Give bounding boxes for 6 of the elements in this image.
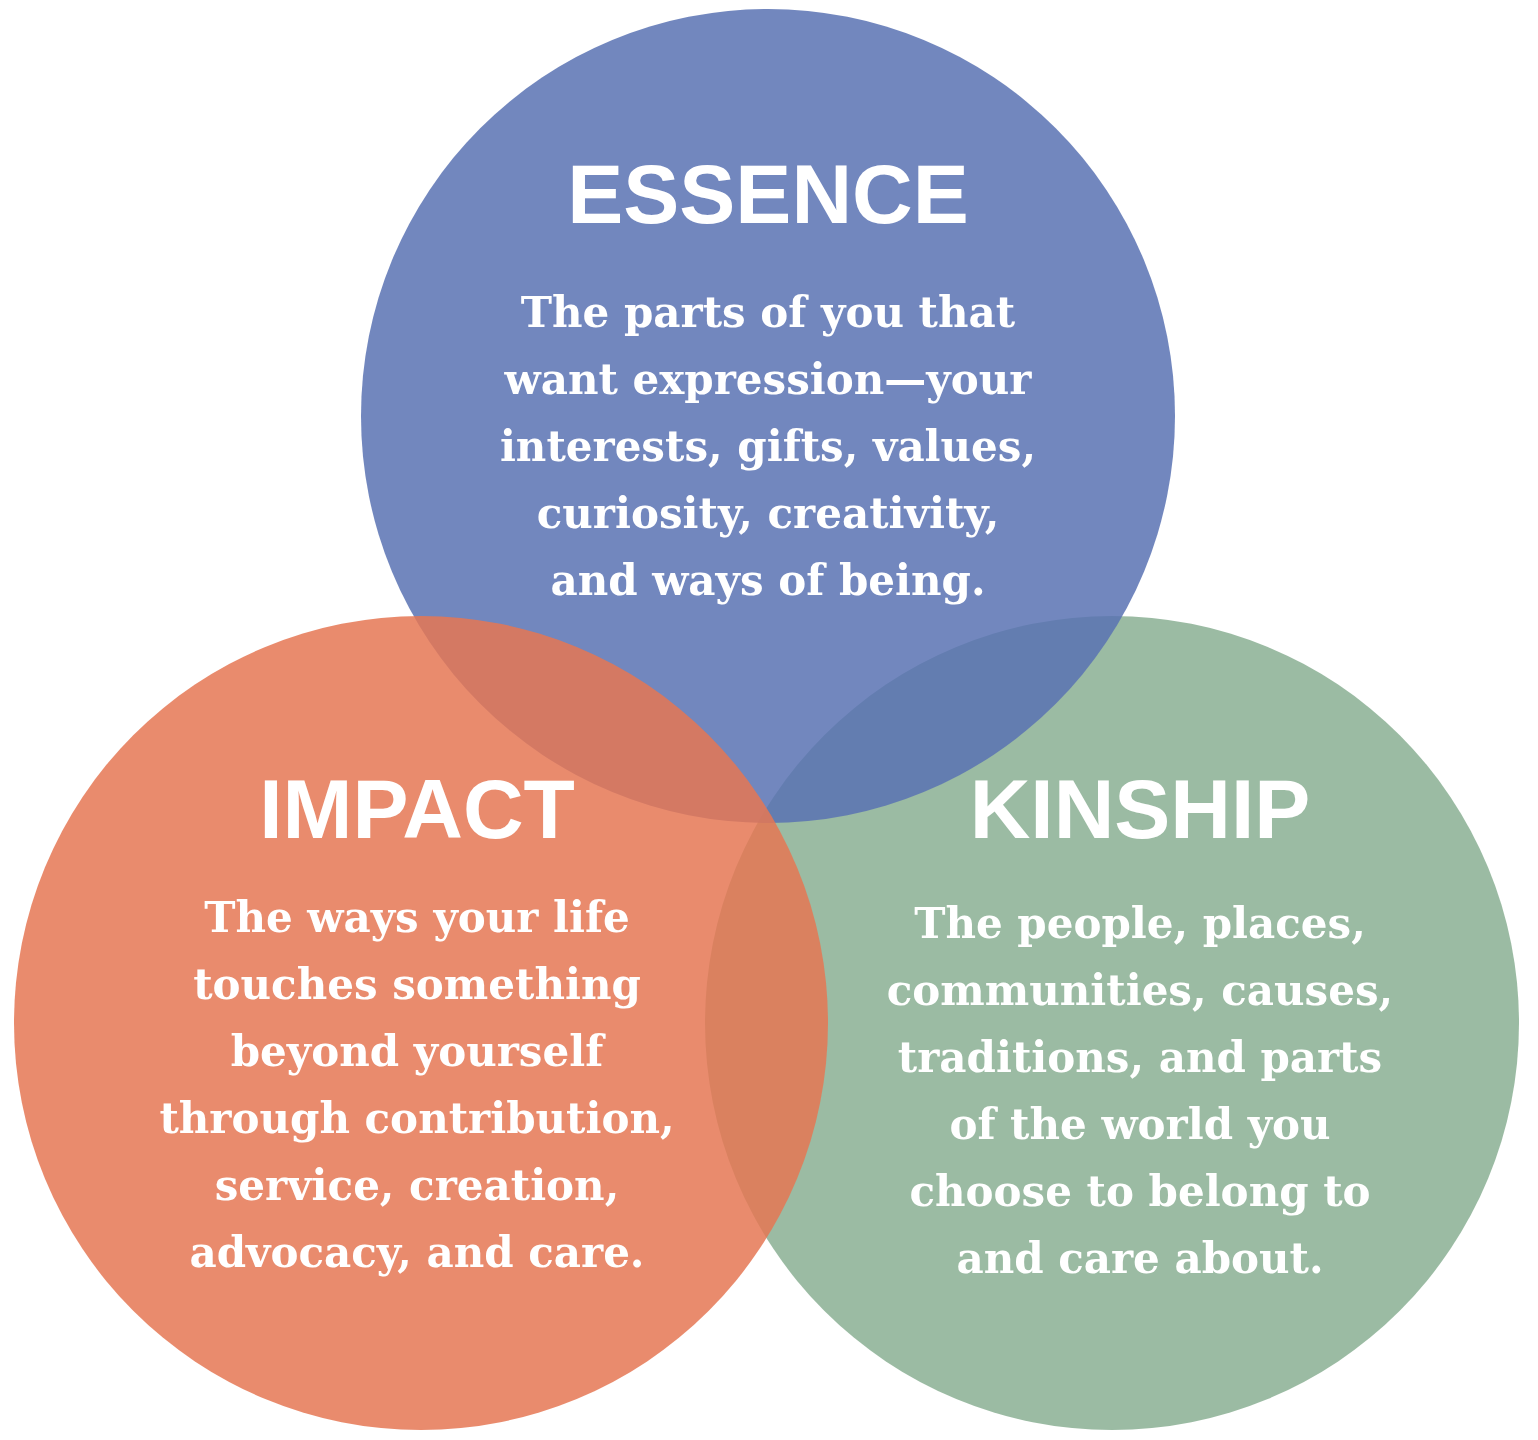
circle-description: The people, places, communities, causes, traditions, and parts of the world you choose to belong to and care about. [885, 898, 1395, 1285]
circle-heading: ESSENCE [567, 152, 969, 236]
circle-description: The parts of you that want expression—your interests, gifts, values, curiosity, creativity, and ways of being. [498, 287, 1038, 607]
circle-description: The ways your life touches something beyond yourself through contribution, service, creation, advocacy, and care. [158, 892, 676, 1279]
circle-heading: IMPACT [259, 767, 575, 851]
circle-heading: KINSHIP [969, 767, 1311, 851]
